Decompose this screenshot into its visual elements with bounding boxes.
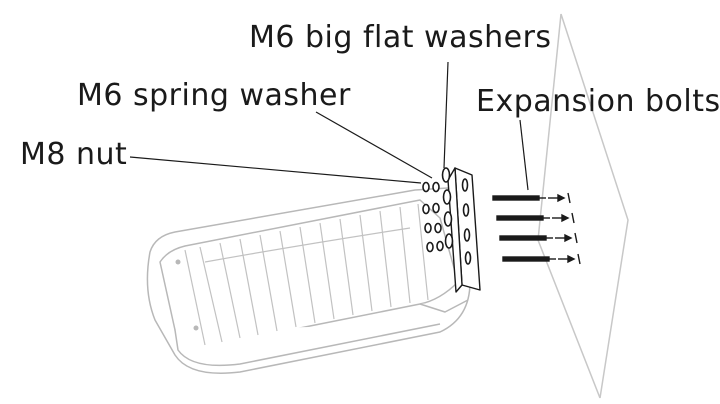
- leader-line-flat-washers: [443, 61, 449, 169]
- pedal-screw-holes: [175, 259, 199, 331]
- expansion-bolt: [499, 232, 578, 244]
- expansion-bolt: [492, 192, 571, 204]
- expansion-bolt: [496, 212, 575, 224]
- leader-line-spring-washer: [315, 111, 433, 179]
- label-m6-spring-washer: M6 spring washer: [77, 78, 351, 113]
- wall-plane: [537, 13, 629, 399]
- pedal-grip-slats: [184, 203, 429, 346]
- leader-line-expansion-bolts: [519, 119, 529, 191]
- nuts-and-washers: [422, 167, 472, 265]
- expansion-bolt: [502, 253, 581, 265]
- leader-lines: [129, 61, 529, 191]
- label-m6-big-flat-washers: M6 big flat washers: [249, 20, 552, 55]
- label-m8-nut: M8 nut: [20, 137, 128, 172]
- leader-line-nut: [129, 156, 422, 184]
- label-expansion-bolts: Expansion bolts: [476, 84, 720, 119]
- expansion-bolts: [492, 192, 581, 265]
